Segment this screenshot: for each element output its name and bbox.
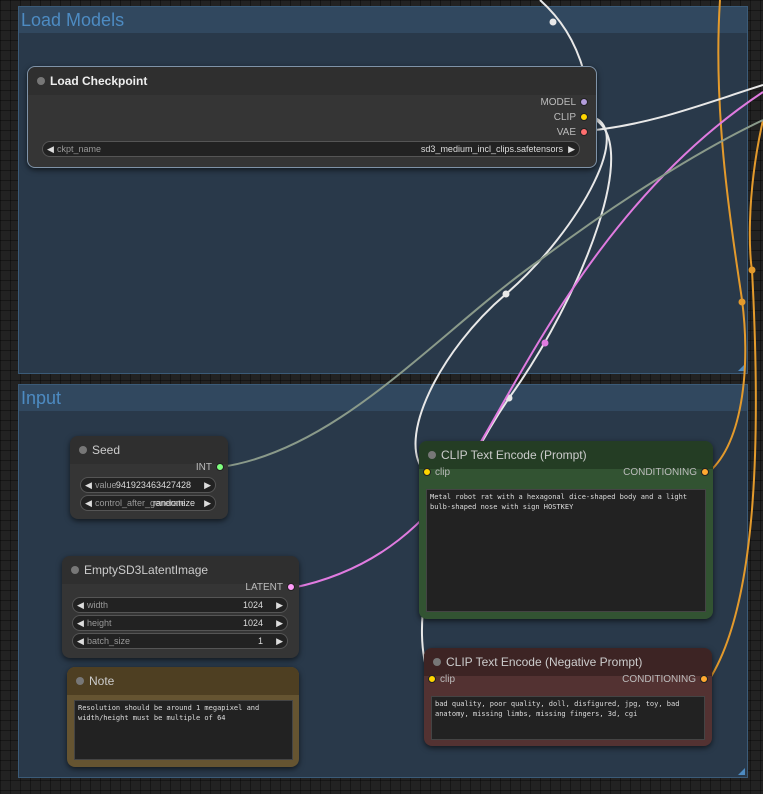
model-pin-icon[interactable] (580, 98, 588, 107)
node-note[interactable]: Note Resolution should be around 1 megap… (67, 667, 299, 767)
left-arrow-icon[interactable]: ◀ (85, 498, 92, 508)
width-input[interactable]: ◀ width 1024 ▶ (72, 597, 288, 613)
seed-value-input[interactable]: ◀ value 941923463427428 ▶ (80, 477, 216, 493)
clip-pin-icon[interactable] (580, 113, 588, 122)
collapse-dot-icon[interactable] (428, 451, 436, 459)
left-arrow-icon[interactable]: ◀ (77, 636, 84, 646)
node-clip-text-encode-negative[interactable]: CLIP Text Encode (Negative Prompt) clip … (424, 648, 712, 746)
latent-pin-icon[interactable] (287, 583, 295, 592)
batch-size-input[interactable]: ◀ batch_size 1 ▶ (72, 633, 288, 649)
left-arrow-icon[interactable]: ◀ (77, 600, 84, 610)
output-model[interactable]: MODEL (540, 97, 588, 108)
height-input[interactable]: ◀ height 1024 ▶ (72, 615, 288, 631)
group-load-models[interactable]: Load Models (18, 6, 748, 374)
right-arrow-icon[interactable]: ▶ (568, 144, 575, 154)
control-after-generate-combo[interactable]: ◀ control_after_generate randomize ▶ (80, 495, 216, 511)
right-arrow-icon[interactable]: ▶ (204, 480, 211, 490)
resize-grip-icon[interactable] (738, 364, 745, 371)
input-clip[interactable]: clip (428, 674, 455, 685)
node-empty-sd3-latent-image[interactable]: EmptySD3LatentImage LATENT ◀ width 1024 … (62, 556, 299, 658)
node-clip-text-encode-prompt[interactable]: CLIP Text Encode (Prompt) clip CONDITION… (419, 441, 713, 619)
resize-grip-icon[interactable] (738, 768, 745, 775)
node-title[interactable]: Note (67, 667, 299, 695)
right-arrow-icon[interactable]: ▶ (276, 600, 283, 610)
node-title[interactable]: CLIP Text Encode (Negative Prompt) (424, 648, 712, 676)
output-clip[interactable]: CLIP (554, 112, 588, 123)
node-title[interactable]: CLIP Text Encode (Prompt) (419, 441, 713, 469)
right-arrow-icon[interactable]: ▶ (276, 636, 283, 646)
node-title[interactable]: Seed (70, 436, 228, 464)
collapse-dot-icon[interactable] (76, 677, 84, 685)
reroute-dot[interactable] (748, 266, 756, 274)
left-arrow-icon[interactable]: ◀ (47, 144, 54, 154)
group-title[interactable]: Input (19, 385, 747, 411)
collapse-dot-icon[interactable] (37, 77, 45, 85)
output-int[interactable]: INT (196, 462, 224, 473)
negative-prompt-text[interactable]: bad quality, poor quality, doll, disfigu… (431, 696, 705, 740)
collapse-dot-icon[interactable] (79, 446, 87, 454)
conditioning-pin-icon[interactable] (700, 675, 708, 684)
input-clip[interactable]: clip (423, 467, 450, 478)
clip-pin-icon[interactable] (423, 468, 431, 477)
node-title[interactable]: EmptySD3LatentImage (62, 556, 299, 584)
vae-pin-icon[interactable] (580, 128, 588, 137)
output-latent[interactable]: LATENT (245, 582, 295, 593)
int-pin-icon[interactable] (216, 463, 224, 472)
node-title[interactable]: Load Checkpoint (28, 67, 596, 95)
left-arrow-icon[interactable]: ◀ (85, 480, 92, 490)
collapse-dot-icon[interactable] (433, 658, 441, 666)
left-arrow-icon[interactable]: ◀ (77, 618, 84, 628)
clip-pin-icon[interactable] (428, 675, 436, 684)
note-text[interactable]: Resolution should be around 1 megapixel … (74, 700, 293, 760)
output-conditioning[interactable]: CONDITIONING (622, 674, 708, 685)
output-vae[interactable]: VAE (557, 127, 588, 138)
node-seed[interactable]: Seed INT ◀ value 941923463427428 ▶ ◀ con… (70, 436, 228, 519)
right-arrow-icon[interactable]: ▶ (204, 498, 211, 508)
output-conditioning[interactable]: CONDITIONING (623, 467, 709, 478)
right-arrow-icon[interactable]: ▶ (276, 618, 283, 628)
prompt-text[interactable]: Metal robot rat with a hexagonal dice-sh… (426, 489, 706, 612)
node-load-checkpoint[interactable]: Load Checkpoint MODEL CLIP VAE ◀ ckpt_na… (27, 66, 597, 168)
collapse-dot-icon[interactable] (71, 566, 79, 574)
ckpt-name-combo[interactable]: ◀ ckpt_name sd3_medium_incl_clips.safete… (42, 141, 580, 157)
conditioning-pin-icon[interactable] (701, 468, 709, 477)
group-title[interactable]: Load Models (19, 7, 747, 33)
